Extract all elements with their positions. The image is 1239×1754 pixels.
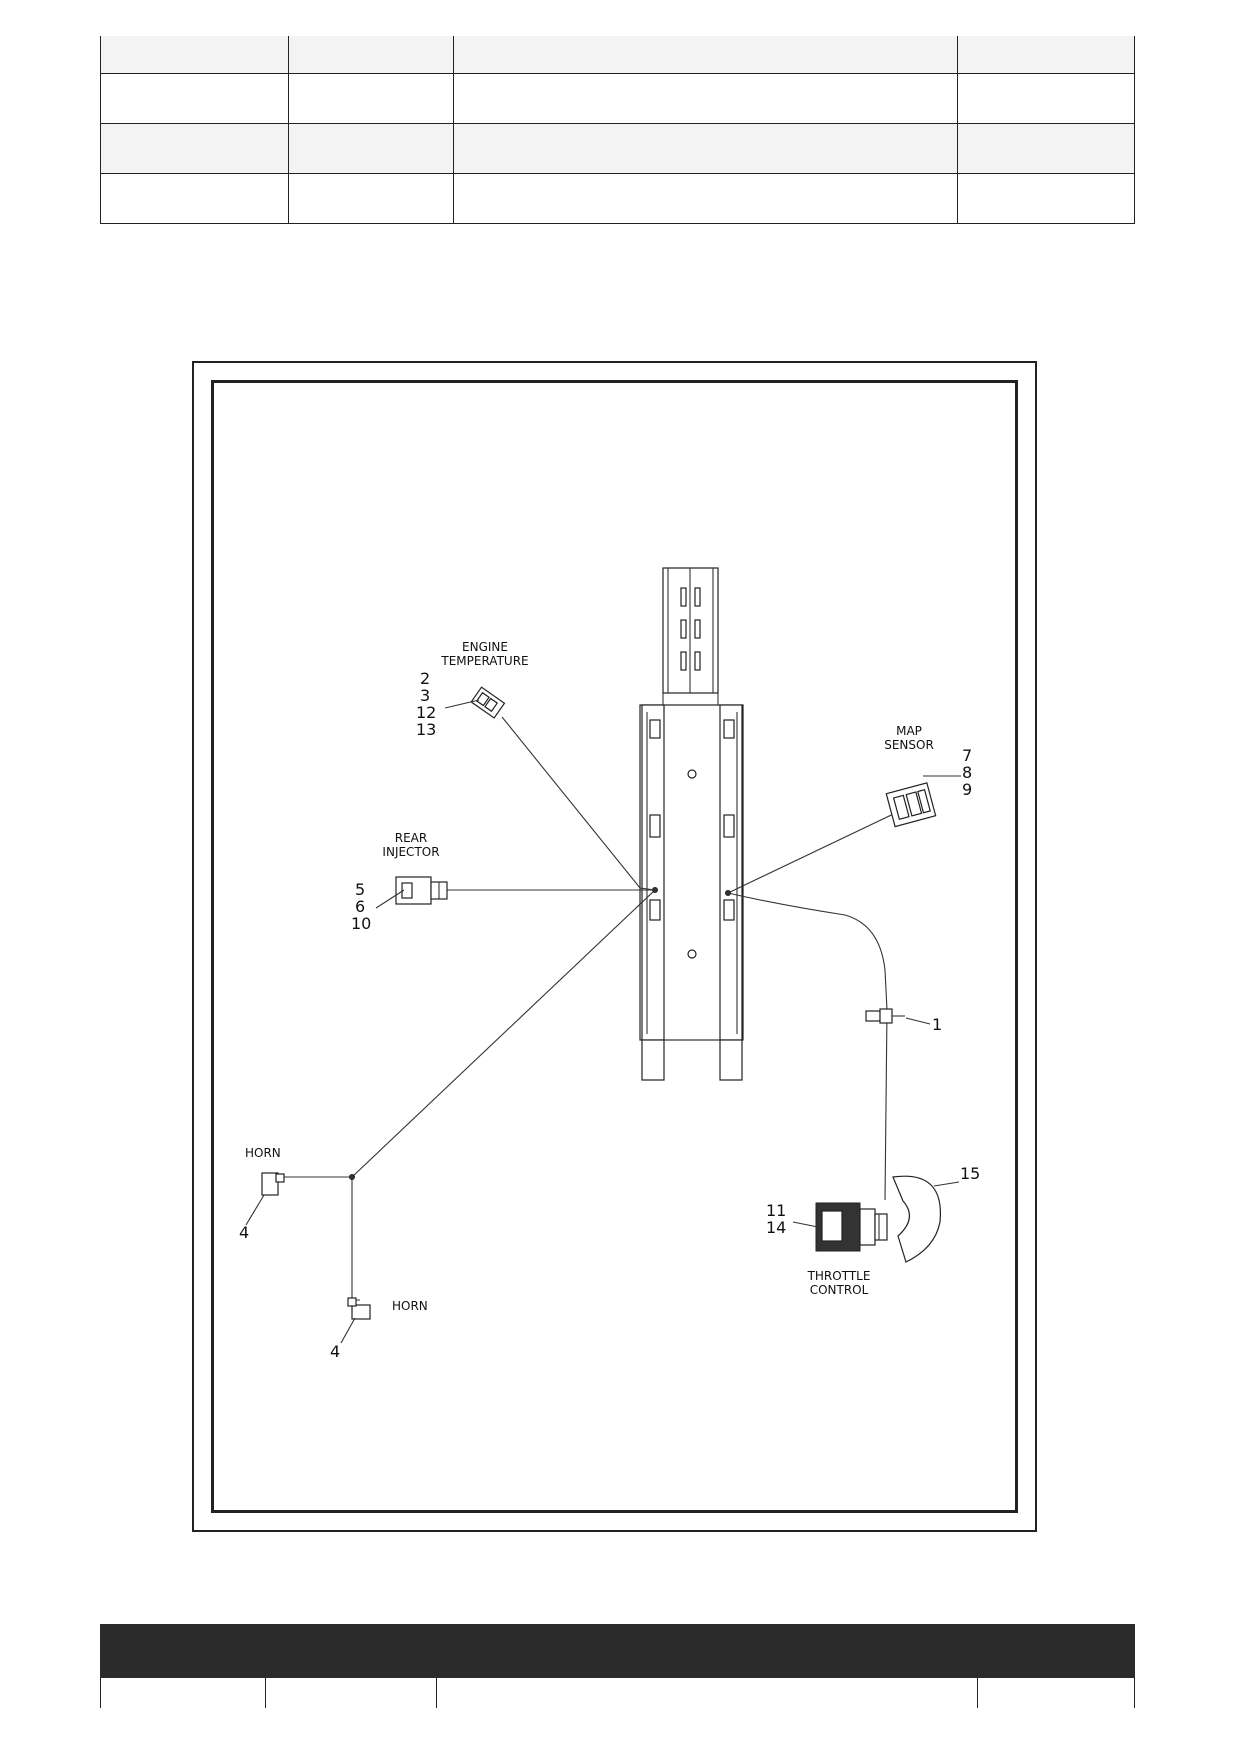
engine-temperature-label-1: ENGINE [462,640,508,654]
harness-wires [283,716,907,1301]
callout-rear-injector-1: 5 [355,880,365,899]
figure-frame [192,361,1037,1532]
rear-injector-label-1: REAR [395,831,427,845]
map-sensor-label-2: SENSOR [884,738,934,752]
throttle-control-label-2: CONTROL [810,1283,869,1297]
callout-cover: 15 [960,1164,980,1183]
leader-lines [245,699,961,1344]
callout-throttle-2: 14 [766,1218,786,1237]
horn-connector-lower [347,1297,371,1320]
callout-clip: 1 [932,1015,942,1034]
callout-map-sensor-2: 8 [962,763,972,782]
horn-connector-upper [261,1172,285,1196]
callout-engine-temp-1: 2 [420,669,430,688]
component-labels: ENGINE TEMPERATURE MAP SENSOR REAR INJEC… [245,640,934,1313]
callout-engine-temp-4: 13 [416,720,436,739]
protective-cover [892,1175,942,1263]
bottom-table [100,1624,1135,1708]
callout-engine-temp-3: 12 [416,703,436,722]
horn-label-lower: HORN [392,1299,428,1313]
callout-throttle-1: 11 [766,1201,786,1220]
throttle-control-label-1: THROTTLE [807,1269,871,1283]
rear-injector-connector [395,876,448,905]
table-row [100,36,1135,74]
callout-map-sensor-3: 9 [962,780,972,799]
callout-horn-lower: 4 [330,1342,340,1361]
callout-numbers: 2 3 12 13 7 8 9 5 6 10 11 14 1 15 4 4 [239,669,980,1361]
table-row [100,1677,1135,1708]
frame-rail [639,567,744,1081]
horn-label-upper: HORN [245,1146,281,1160]
callout-engine-temp-2: 3 [420,686,430,705]
throttle-control-connector [815,1202,888,1252]
table-row [100,73,1135,124]
harness-clip [865,1008,905,1024]
figure-inner-border [211,380,1018,1513]
map-sensor-label-1: MAP [896,724,922,738]
engine-temperature-label-2: TEMPERATURE [440,654,528,668]
callout-rear-injector-2: 6 [355,897,365,916]
table-header-row [100,1624,1135,1678]
rear-injector-label-2: INJECTOR [382,845,439,859]
table-row [100,173,1135,224]
callout-map-sensor-1: 7 [962,746,972,765]
callout-rear-injector-3: 10 [351,914,371,933]
engine-temperature-connector [470,686,506,719]
callout-horn-upper: 4 [239,1223,249,1242]
top-table [100,36,1135,224]
map-sensor-connector [885,782,937,828]
table-row [100,123,1135,174]
